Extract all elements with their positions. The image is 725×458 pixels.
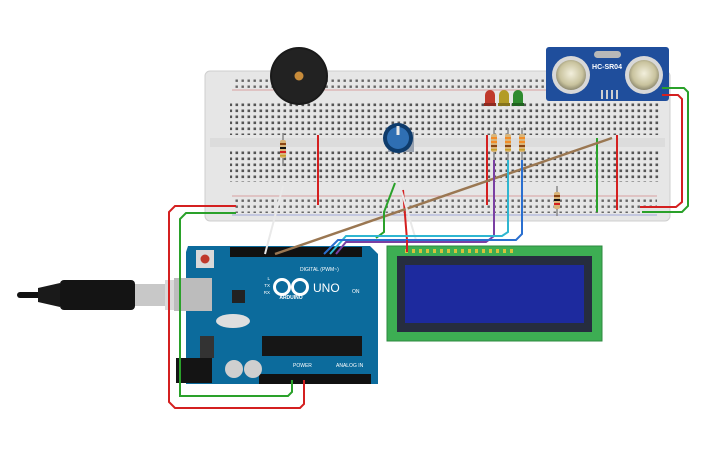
power-label: POWER <box>293 363 312 369</box>
power-analog-header <box>259 374 371 384</box>
capacitor-left <box>225 360 243 378</box>
wire-cyan <box>329 160 509 255</box>
led-red[interactable] <box>484 90 496 106</box>
wire-brown <box>274 136 613 256</box>
upper-terminal-strip <box>230 103 660 135</box>
crystal-oscillator <box>216 314 250 328</box>
wire-blue <box>323 160 523 255</box>
ultrasonic-sensor[interactable]: HC-SR04 <box>546 47 669 101</box>
arduino-uno-board[interactable]: ARDUINO UNO DIGITAL (PWM~) POWER ANALOG … <box>174 246 378 384</box>
lcd-display[interactable] <box>386 245 603 342</box>
wire-sensor-gnd <box>642 87 689 213</box>
arduino-logo-icon <box>273 278 309 296</box>
rx-led-label: RX <box>264 290 270 295</box>
digital-pins-label: DIGITAL (PWM~) <box>300 267 339 273</box>
power-jack <box>176 358 212 383</box>
lcd-header-pins <box>405 249 513 253</box>
wire-5v-red <box>168 205 305 409</box>
lcd-screen <box>405 265 584 323</box>
resistor-led-yellow[interactable] <box>505 128 511 160</box>
resistor-led-green[interactable] <box>519 128 525 160</box>
arduino-logo-text: ARDUINO <box>279 295 302 301</box>
buzzer-hole <box>294 71 304 81</box>
potentiometer-knob-indicator <box>396 126 400 135</box>
wire-gnd-green <box>179 212 293 397</box>
potentiometer[interactable] <box>383 123 414 153</box>
wire-sensor-vcc <box>640 94 683 208</box>
led-green[interactable] <box>512 90 524 106</box>
wire-pot-white <box>398 182 417 241</box>
wire-purple <box>335 160 495 255</box>
bottom-power-rail <box>232 199 657 213</box>
resistor-led-red[interactable] <box>491 128 497 160</box>
on-led-label: ON <box>352 289 360 295</box>
digital-header <box>230 247 362 257</box>
sensor-crystal <box>594 51 621 58</box>
resistor-buzzer[interactable] <box>280 133 286 166</box>
led-yellow[interactable] <box>498 90 510 106</box>
lower-terminal-strip <box>230 150 660 182</box>
analog-in-label: ANALOG IN <box>336 363 364 369</box>
led-group <box>484 90 524 106</box>
capacitor-right <box>244 360 262 378</box>
tx-led-label: TX <box>264 283 270 288</box>
wire-white <box>264 185 284 255</box>
piezo-buzzer[interactable] <box>270 47 328 105</box>
l-led-label: L <box>267 276 270 281</box>
resistor-lcd[interactable] <box>554 186 560 216</box>
sensor-model-label: HC-SR04 <box>592 64 622 71</box>
board-model-label: UNO <box>313 281 340 295</box>
atmega-chip <box>262 336 362 356</box>
wires <box>168 87 689 409</box>
